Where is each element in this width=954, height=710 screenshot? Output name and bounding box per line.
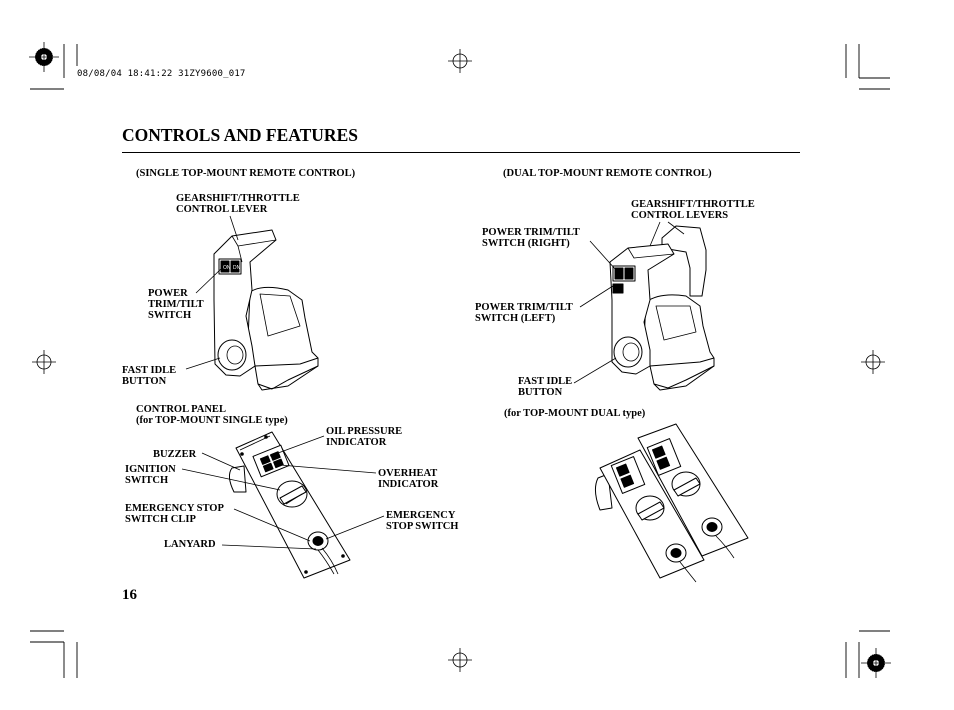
overheat-label: OVERHEAT INDICATOR — [378, 468, 439, 490]
control-panel-single-leaders — [181, 435, 385, 550]
single-remote-drawing: ON DN — [213, 229, 319, 391]
page-title: CONTROLS AND FEATURES — [122, 125, 358, 145]
registration-crosshair-icon — [31, 349, 57, 375]
dual-gearshift-label: GEARSHIFT/THROTTLE CONTROL LEVERS — [631, 199, 755, 221]
control-panel-dual-caption: (for TOP-MOUNT DUAL type) — [504, 408, 646, 419]
dual-remote-caption: (DUAL TOP-MOUNT REMOTE CONTROL) — [503, 168, 712, 179]
dual-remote-drawing — [609, 225, 715, 391]
single-fast-idle-label: FAST IDLE BUTTON — [122, 365, 177, 387]
crop-marks — [30, 44, 890, 678]
page-number: 16 — [122, 587, 137, 603]
control-panel-single-caption: CONTROL PANEL (for TOP-MOUNT SINGLE type… — [136, 404, 288, 426]
single-remote-leaders — [185, 215, 239, 370]
single-remote-caption: (SINGLE TOP-MOUNT REMOTE CONTROL) — [136, 168, 356, 179]
dual-remote-leaders — [573, 221, 685, 384]
dual-trim-left-label: POWER TRIM/TILT SWITCH (LEFT) — [475, 302, 573, 324]
oil-pressure-label: OIL PRESSURE INDICATOR — [326, 426, 403, 448]
dual-fast-idle-label: FAST IDLE BUTTON — [518, 376, 573, 398]
dual-trim-right-label: POWER TRIM/TILT SWITCH (RIGHT) — [482, 227, 580, 249]
registration-starburst-icon — [28, 41, 60, 73]
emergency-stop-switch-label: EMERGENCY STOP SWITCH — [386, 510, 459, 532]
print-slug: 08/08/04 18:41:22 31ZY9600_017 — [77, 69, 246, 79]
single-power-trim-label: POWER TRIM/TILT SWITCH — [148, 288, 204, 321]
svg-text:ON: ON — [223, 265, 231, 271]
registration-crosshair-icon — [447, 48, 473, 74]
header-rule — [122, 152, 800, 153]
emergency-stop-clip-label: EMERGENCY STOP SWITCH CLIP — [125, 503, 224, 525]
lanyard-label: LANYARD — [164, 539, 216, 550]
registration-crosshair-icon — [447, 647, 473, 673]
control-panel-single-drawing — [228, 431, 351, 579]
control-panel-dual-drawing — [594, 423, 749, 583]
registration-starburst-icon — [860, 647, 892, 679]
single-gearshift-label: GEARSHIFT/THROTTLE CONTROL LEVER — [176, 193, 300, 215]
svg-text:DN: DN — [233, 265, 241, 271]
ignition-switch-label: IGNITION SWITCH — [125, 464, 176, 486]
registration-crosshair-icon — [860, 349, 886, 375]
buzzer-label: BUZZER — [153, 449, 197, 460]
